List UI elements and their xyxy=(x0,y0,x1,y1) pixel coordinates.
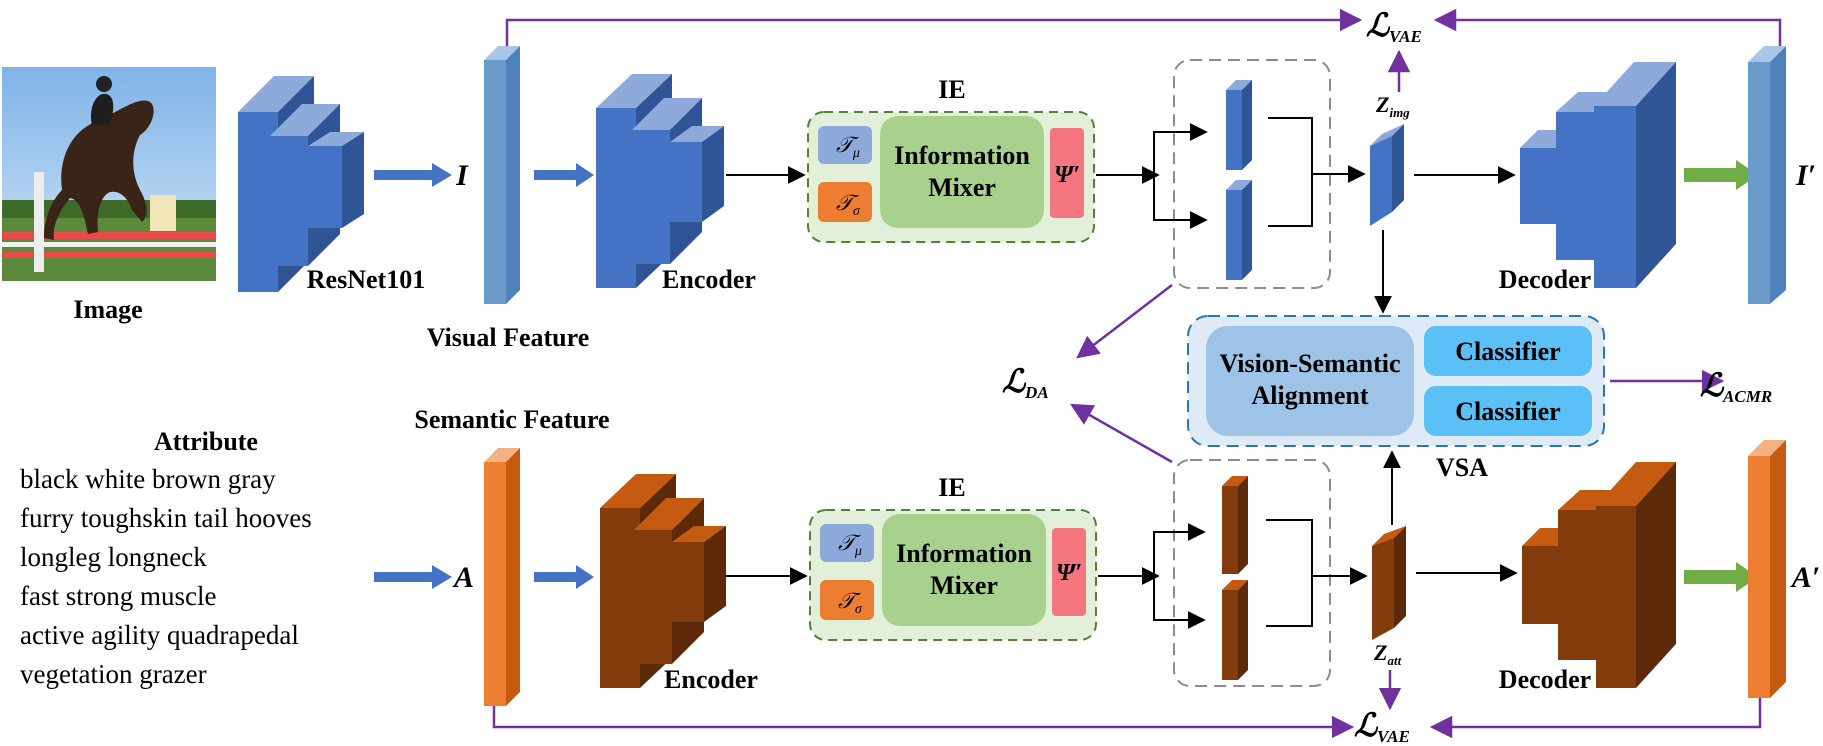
encoder-top-label: Encoder xyxy=(662,265,756,294)
classifier-label: Classifier xyxy=(1455,337,1560,366)
psi-box xyxy=(1050,128,1084,218)
symbol-A: A xyxy=(452,561,474,594)
attribute-title: Attribute xyxy=(154,427,258,456)
loss-acmr: ℒACMR xyxy=(1700,367,1772,406)
attribute-line: furry toughskin tail hooves xyxy=(20,503,312,533)
mixer-line-2: Mixer xyxy=(928,173,996,202)
mixer-line-1: Information xyxy=(896,539,1032,568)
reconstructed-visual-bar xyxy=(1748,46,1786,304)
ie-top xyxy=(807,111,1095,243)
encoder-top-block xyxy=(596,74,724,288)
attribute-line: black white brown gray xyxy=(20,464,276,494)
encoder-bottom-label: Encoder xyxy=(664,665,758,694)
loss-vae-bottom: ℒVAE xyxy=(1354,707,1410,746)
visual-feature-label: Visual Feature xyxy=(427,323,590,352)
attribute-line: fast strong muscle xyxy=(20,581,216,611)
z-img-block xyxy=(1370,124,1404,226)
mixer-line-1: Information xyxy=(894,141,1030,170)
alignment-line-1: Vision-Semantic xyxy=(1219,349,1400,378)
thick-blue-arrows xyxy=(374,163,594,589)
symbol-I: I xyxy=(455,159,469,192)
tau-sigma-box xyxy=(820,580,874,620)
decoder-top-label: Decoder xyxy=(1499,265,1591,294)
tau-sigma-box xyxy=(818,182,872,222)
image-label: Image xyxy=(73,295,142,324)
tau-mu-box xyxy=(818,126,872,164)
classifier-box-2 xyxy=(1424,386,1592,436)
ie-bottom xyxy=(809,509,1097,641)
decoder-bottom-block xyxy=(1522,462,1676,688)
resnet-label: ResNet101 xyxy=(307,265,425,294)
flow-arrows xyxy=(726,117,1518,629)
decoder-top-block xyxy=(1520,62,1676,288)
reconstructed-semantic-bar xyxy=(1748,440,1786,698)
attribute-line: longleg longneck xyxy=(20,542,207,572)
attribute-line: vegetation grazer xyxy=(20,659,207,689)
psi-label: Ψ′ xyxy=(1056,560,1082,586)
symbol-I-prime: I′ xyxy=(1795,159,1816,192)
attribute-line: active agility quadrapedal xyxy=(20,620,299,650)
ie-bottom-label: IE xyxy=(938,473,965,502)
information-mixer-box xyxy=(882,514,1046,626)
green-arrows xyxy=(1684,160,1758,592)
decoder-bottom-label: Decoder xyxy=(1499,665,1591,694)
mixer-line-2: Mixer xyxy=(930,571,998,600)
encoder-bottom-block xyxy=(600,474,726,688)
psi-box xyxy=(1052,528,1086,616)
vision-semantic-alignment-box xyxy=(1206,326,1414,436)
semantic-feature-label: Semantic Feature xyxy=(414,405,609,434)
da-loss-lines xyxy=(1070,284,1173,464)
z-att-block xyxy=(1372,526,1406,640)
vsa-module xyxy=(1187,315,1605,447)
loss-da: ℒDA xyxy=(1002,363,1049,402)
z-att-label: Zatt xyxy=(1373,640,1402,668)
classifier-label: Classifier xyxy=(1455,397,1560,426)
ie-top-label: IE xyxy=(938,75,965,104)
vae-loss-lines-bottom xyxy=(492,670,1762,739)
tau-mu-box xyxy=(820,524,874,562)
input-image xyxy=(2,67,216,281)
psi-label: Ψ′ xyxy=(1054,162,1080,188)
resnet-block xyxy=(238,76,364,292)
vsa-label: VSA xyxy=(1436,453,1488,482)
z-img-label: Zimg xyxy=(1375,92,1410,120)
alignment-line-2: Alignment xyxy=(1252,381,1369,410)
bottom-latent-split xyxy=(1173,459,1331,687)
top-latent-split xyxy=(1173,59,1331,289)
classifier-box-1 xyxy=(1424,326,1592,376)
semantic-feature-bar xyxy=(484,448,520,706)
loss-vae-top: ℒVAE xyxy=(1366,7,1422,46)
vae-loss-lines-top xyxy=(505,8,1782,92)
labels: Image ResNet101 Visual Feature Encoder E… xyxy=(20,7,1820,746)
visual-feature-bar xyxy=(484,46,520,304)
information-mixer-box xyxy=(880,116,1044,228)
symbol-A-prime: A′ xyxy=(1790,561,1820,594)
